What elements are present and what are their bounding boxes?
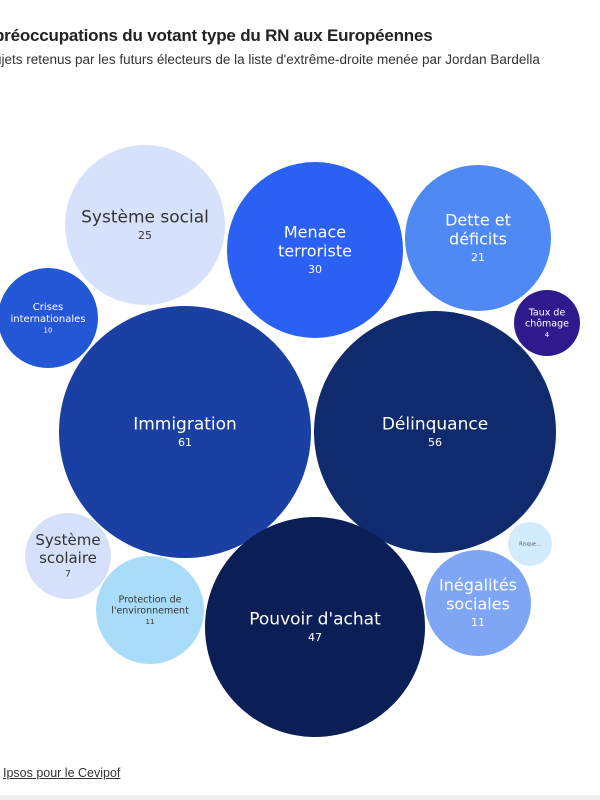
bubble-label: Risque...	[519, 542, 541, 548]
bubble-circle	[0, 268, 98, 368]
bubble-label: Délinquance	[382, 414, 488, 434]
bubble-value: 25	[138, 229, 152, 242]
bubble-circle	[59, 306, 311, 558]
bubble-value: 4	[545, 331, 550, 339]
bubble-5[interactable]: Immigration 61	[59, 306, 311, 558]
bubble-8[interactable]: Risque...	[508, 522, 552, 566]
chart-subtitle: ujets retenus par les futurs électeurs d…	[0, 52, 540, 67]
bubble-value: 11	[471, 616, 485, 629]
bubble-circle	[96, 556, 204, 664]
bubble-circle	[508, 522, 552, 566]
bubble-label: Système social	[81, 207, 209, 227]
bubble-value: 7	[65, 570, 71, 580]
bubble-label: Pouvoir d'achat	[249, 609, 381, 629]
bubble-circle	[514, 290, 580, 356]
bubble-value: 30	[308, 263, 322, 276]
source-line: : Ipsos pour le Cevipof	[0, 766, 120, 780]
bubble-circle	[65, 145, 225, 305]
bubble-value: 56	[428, 436, 442, 449]
bubble-value: 21	[471, 251, 485, 264]
bubble-value: 47	[308, 631, 322, 644]
bubble-label: Immigration	[133, 414, 237, 434]
bubble-circle	[227, 162, 403, 338]
source-link[interactable]: Ipsos pour le Cevipof	[2, 766, 121, 780]
bubble-11[interactable]: Pouvoir d'achat 47	[205, 517, 425, 737]
bubble-circle	[425, 550, 531, 656]
bubble-value: 11	[146, 618, 155, 626]
bubble-value: 10	[44, 327, 53, 335]
bubble-value: 61	[178, 436, 192, 449]
bubble-circle	[314, 311, 556, 553]
bubble-circle	[205, 517, 425, 737]
footer-bar	[0, 795, 600, 800]
bubble-circle	[405, 165, 551, 311]
bubble-6[interactable]: Délinquance 56	[314, 311, 556, 553]
bubble-circle	[25, 513, 111, 599]
bubble-0[interactable]: Système social 25	[65, 145, 225, 305]
chart-title: préoccupations du votant type du RN aux …	[0, 26, 433, 45]
